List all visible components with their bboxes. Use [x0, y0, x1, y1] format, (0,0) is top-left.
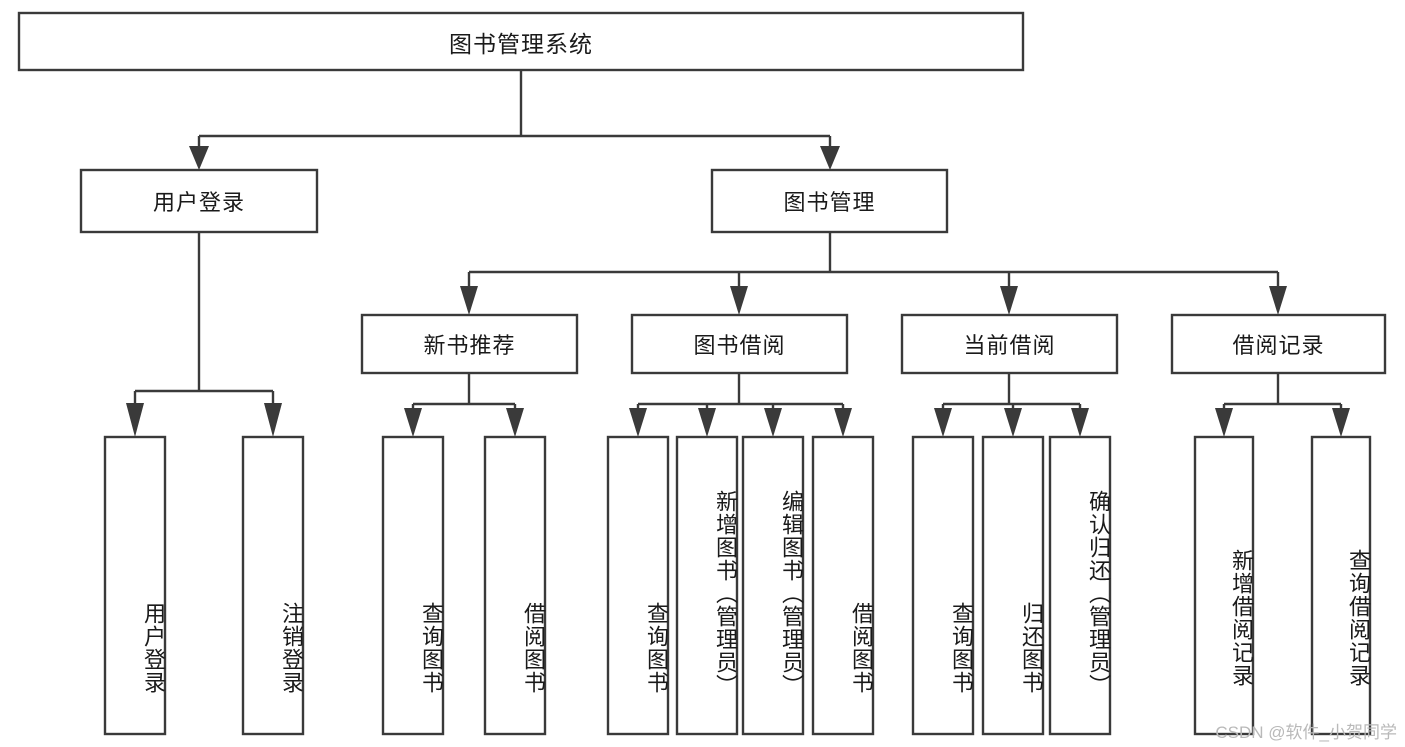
leaf-box-borrow-record-1[interactable] — [1310, 435, 1372, 736]
leaf-box-user-login-0[interactable] — [103, 435, 167, 736]
leaf-box-current-borrow-2[interactable] — [1048, 435, 1112, 736]
node-root-box[interactable] — [17, 11, 1025, 72]
leaf-box-current-borrow-0[interactable] — [911, 435, 975, 736]
leaf-box-book-borrow-0[interactable] — [606, 435, 670, 736]
arrowhead-cb-leaf-1 — [934, 408, 952, 437]
connector-group-book-mgmt — [460, 232, 1287, 315]
node-book-borrow-box[interactable] — [630, 313, 849, 375]
node-new-book-box[interactable] — [360, 313, 579, 375]
arrowhead-user-login — [189, 146, 209, 170]
leaf-box-current-borrow-1[interactable] — [981, 435, 1045, 736]
arrowhead-bb-leaf-4 — [834, 408, 852, 437]
connector-group-book-borrow — [629, 373, 852, 437]
arrowhead-new-book — [460, 286, 478, 315]
leaf-box-book-borrow-3[interactable] — [811, 435, 875, 736]
arrowhead-current-borrow — [1000, 286, 1018, 315]
arrowhead-leaf-user-login — [126, 403, 144, 437]
arrowhead-br-leaf-2 — [1332, 408, 1350, 437]
arrowhead-cb-leaf-2 — [1004, 408, 1022, 437]
arrowhead-borrow-record — [1269, 286, 1287, 315]
node-book-mgmt-box[interactable] — [710, 168, 949, 234]
node-current-borrow-box[interactable] — [900, 313, 1119, 375]
leaf-box-new-book-0[interactable] — [381, 435, 445, 736]
arrowhead-br-leaf-1 — [1215, 408, 1233, 437]
arrowhead-nb-leaf-2 — [506, 408, 524, 437]
leaf-box-book-borrow-1[interactable] — [675, 435, 739, 736]
leaf-box-borrow-record-0[interactable] — [1193, 435, 1255, 736]
arrowhead-cb-leaf-3 — [1071, 408, 1089, 437]
connector-group-current-borrow — [934, 373, 1089, 437]
arrowhead-book-mgmt — [820, 146, 840, 170]
connector-group-new-book — [404, 373, 524, 437]
node-user-login-box[interactable] — [79, 168, 319, 234]
connector-group-user-login — [126, 232, 282, 437]
arrowhead-nb-leaf-1 — [404, 408, 422, 437]
arrowhead-bb-leaf-1 — [629, 408, 647, 437]
arrowhead-bb-leaf-2 — [698, 408, 716, 437]
leaf-box-book-borrow-2[interactable] — [741, 435, 805, 736]
arrowhead-leaf-logout — [264, 403, 282, 437]
leaf-box-new-book-1[interactable] — [483, 435, 547, 736]
connector-group-root — [189, 70, 840, 170]
node-borrow-record-box[interactable] — [1170, 313, 1387, 375]
connector-group-borrow-record — [1215, 373, 1350, 437]
leaf-box-user-login-1[interactable] — [241, 435, 305, 736]
arrowhead-book-borrow — [730, 286, 748, 315]
arrowhead-bb-leaf-3 — [764, 408, 782, 437]
